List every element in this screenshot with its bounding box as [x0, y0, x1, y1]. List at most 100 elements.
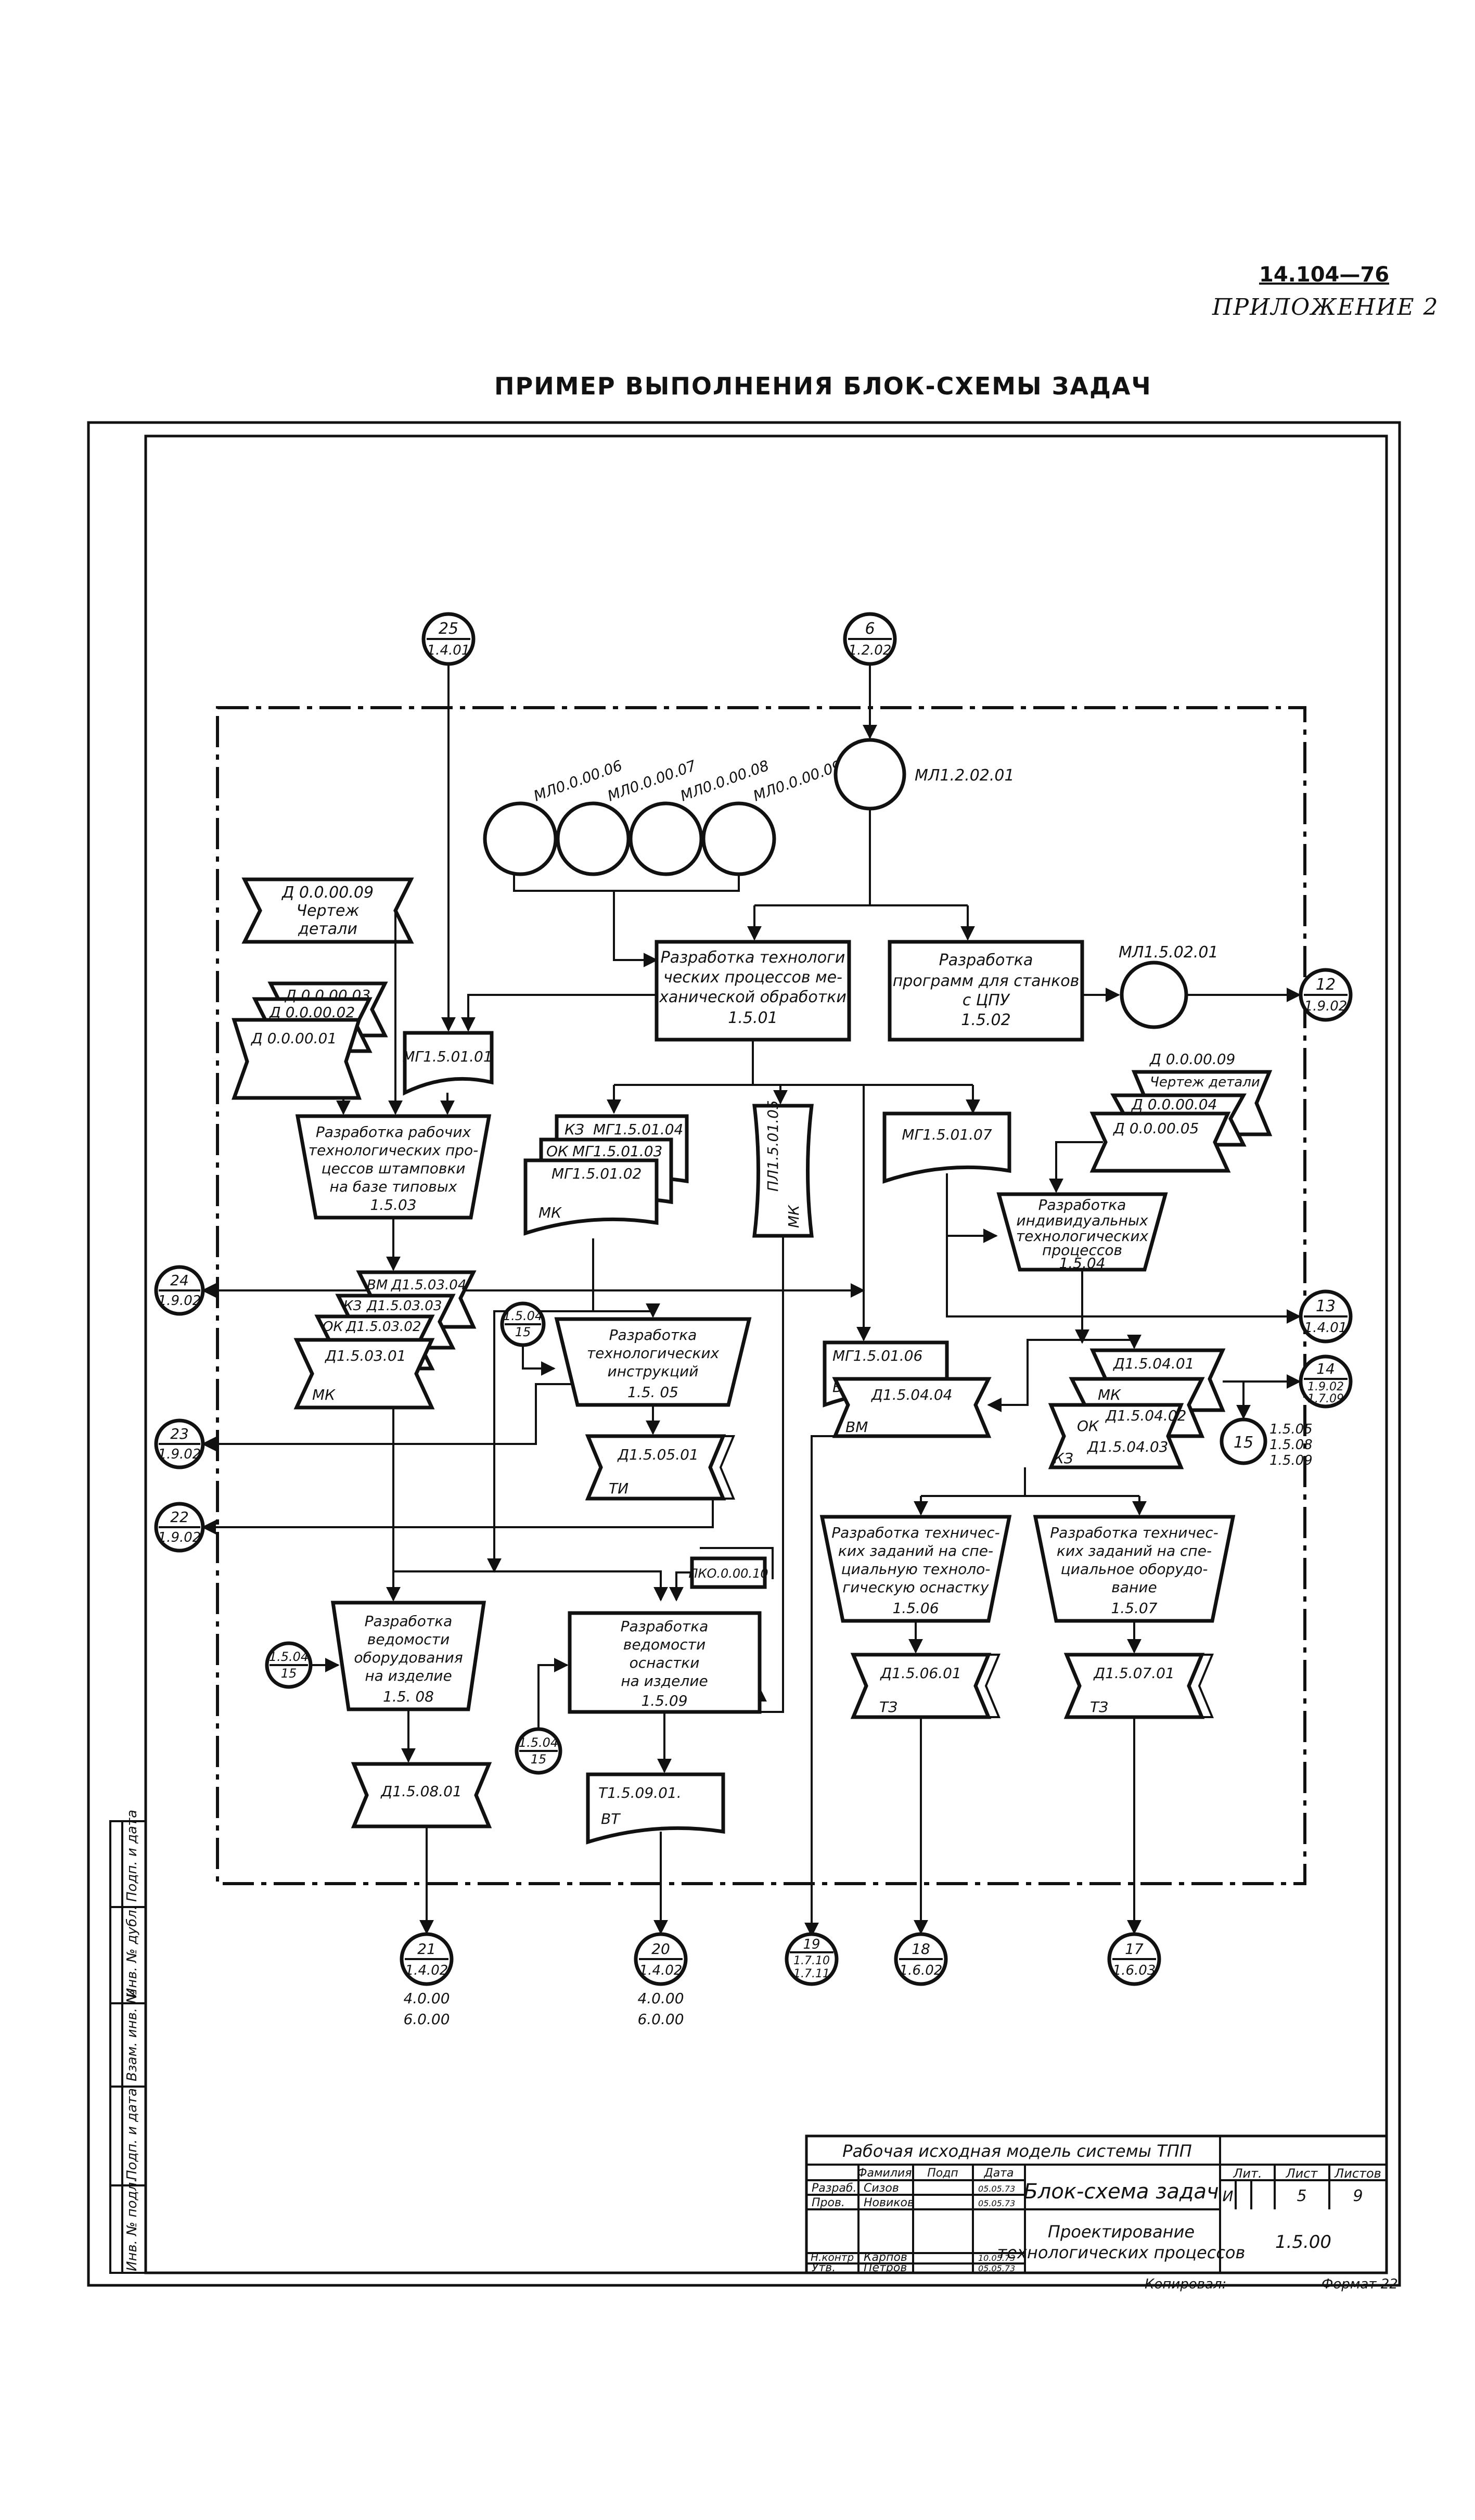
svg-text:15: 15: [1234, 1434, 1253, 1452]
document-code: 14.104—76: [1259, 263, 1390, 287]
svg-text:Пров.: Пров.: [812, 2196, 845, 2209]
svg-text:инструкций: инструкций: [608, 1363, 699, 1380]
svg-text:Д 0.0.00.03: Д 0.0.00.03: [284, 987, 370, 1004]
svg-text:ВМ: ВМ: [367, 1277, 388, 1293]
subsystem-boundary: [216, 706, 1306, 1885]
svg-text:Д 0.0.00.05: Д 0.0.00.05: [1112, 1120, 1199, 1137]
connector-15-out: 15 1.5.05 1.5.08 1.5.09: [1220, 1417, 1313, 1468]
svg-text:ких заданий на спе-: ких заданий на спе-: [838, 1542, 993, 1559]
document-d1-5-07-01: Д1.5.07.01 ТЗ: [1063, 1653, 1214, 1719]
svg-text:Карпов: Карпов: [864, 2251, 907, 2264]
svg-text:Лит.: Лит.: [1233, 2166, 1262, 2181]
svg-text:Разработка рабочих: Разработка рабочих: [316, 1123, 471, 1141]
connector-20: 20 1.4.02 4.0.00 6.0.00: [634, 1932, 688, 2028]
svg-text:МГ1.5.01.06: МГ1.5.01.06: [832, 1347, 922, 1364]
svg-text:на базе типовых: на базе типовых: [330, 1178, 457, 1195]
process-1-5-02: Разработка программ для станков с ЦПУ 1.…: [888, 940, 1084, 1042]
svg-text:1.5.07: 1.5.07: [1111, 1600, 1157, 1617]
svg-text:Чертеж: Чертеж: [296, 902, 359, 920]
svg-text:18: 18: [912, 1940, 930, 1958]
document-stack-d1-5-04: Д1.5.04.01 МК Д1.5.04.02 ОК Д1.5.04.03 К…: [1048, 1348, 1226, 1469]
svg-text:9: 9: [1353, 2187, 1363, 2205]
appendix-label: ПРИЛОЖЕНИЕ 2: [1212, 294, 1439, 321]
svg-text:15: 15: [515, 1325, 531, 1339]
svg-text:15: 15: [531, 1752, 547, 1767]
svg-text:05.05.73: 05.05.73: [978, 2263, 1015, 2273]
svg-text:1.5.04: 1.5.04: [269, 1649, 309, 1664]
side-stamp-field: Взам. инв. №: [124, 1989, 140, 2081]
svg-text:Разработка техничес-: Разработка техничес-: [1050, 1524, 1218, 1541]
document-stack-d1-5-03: ВМ Д1.5.03.04 КЗ Д1.5.03.03 ОК Д1.5.03.0…: [293, 1270, 477, 1410]
svg-text:МГ1.5.01.04: МГ1.5.01.04: [593, 1121, 683, 1138]
svg-text:с ЦПУ: с ЦПУ: [963, 991, 1010, 1009]
process-1-5-03: Разработка рабочих технологических про- …: [295, 1114, 492, 1220]
connector-number: 25: [439, 620, 458, 638]
tape-ml1-5-02-01: МЛ1.5.02.01: [1119, 943, 1219, 1029]
svg-text:Чертеж детали: Чертеж детали: [1150, 1074, 1260, 1090]
svg-text:15: 15: [281, 1666, 297, 1681]
stamp-model: Рабочая исходная модель системы ТПП: [842, 2141, 1192, 2161]
svg-text:МГ1.5.01.02: МГ1.5.01.02: [551, 1165, 642, 1182]
svg-text:ведомости: ведомости: [367, 1631, 450, 1648]
svg-text:гическую оснастку: гическую оснастку: [842, 1579, 989, 1596]
side-stamp-field: Инв. № дубл.: [124, 1905, 140, 1998]
svg-text:Новиков: Новиков: [864, 2196, 914, 2209]
svg-text:программ для станков: программ для станков: [893, 972, 1080, 990]
svg-text:23: 23: [170, 1425, 189, 1442]
svg-text:1.7.11: 1.7.11: [793, 1967, 830, 1980]
svg-text:Дата: Дата: [984, 2167, 1014, 2180]
connector-17: 17 1.6.03: [1107, 1932, 1161, 1986]
connector-23: 23 1.9.02: [154, 1418, 205, 1469]
connector-21: 21 1.4.02 4.0.00 6.0.00: [400, 1932, 454, 2028]
svg-text:МГ1.5.01.07: МГ1.5.01.07: [902, 1126, 992, 1143]
page-title: ПРИМЕР ВЫПОЛНЕНИЯ БЛОК-СХЕМЫ ЗАДАЧ: [494, 372, 1152, 400]
connector-12: 12 1.9.02: [1299, 968, 1353, 1022]
side-stamp-field: Подп. и дата: [124, 1810, 140, 1902]
svg-text:10.05.73: 10.05.73: [978, 2253, 1015, 2263]
svg-text:цессов штамповки: цессов штамповки: [322, 1160, 466, 1177]
svg-text:Д1.5.07.01: Д1.5.07.01: [1093, 1665, 1174, 1682]
svg-text:Листов: Листов: [1334, 2166, 1381, 2181]
svg-text:21: 21: [417, 1940, 436, 1958]
svg-text:Д1.5.04.01: Д1.5.04.01: [1112, 1355, 1194, 1372]
connector-15-in-c: 1.5.04 15: [515, 1727, 562, 1775]
svg-text:1.7.10: 1.7.10: [793, 1954, 830, 1967]
stamp-code: 1.5.00: [1275, 2232, 1331, 2253]
svg-text:1.5.08: 1.5.08: [1269, 1437, 1313, 1453]
svg-text:22: 22: [170, 1508, 189, 1526]
svg-text:1.5.04: 1.5.04: [1059, 1255, 1105, 1272]
svg-text:Фамилия: Фамилия: [857, 2167, 912, 2180]
svg-text:ТЗ: ТЗ: [879, 1698, 897, 1716]
svg-text:Разработка: Разработка: [365, 1613, 453, 1630]
svg-text:1.5. 08: 1.5. 08: [383, 1688, 434, 1705]
connector-22: 22 1.9.02: [154, 1502, 205, 1553]
svg-text:оборудования: оборудования: [354, 1649, 463, 1666]
svg-text:Разработка: Разработка: [939, 951, 1033, 969]
svg-text:1.9.02: 1.9.02: [158, 1530, 201, 1545]
svg-text:Д1.5.06.01: Д1.5.06.01: [879, 1665, 961, 1682]
svg-text:КЗ: КЗ: [343, 1298, 362, 1314]
svg-text:Копировал:: Копировал:: [1145, 2276, 1226, 2292]
svg-text:13: 13: [1316, 1297, 1336, 1315]
tape-ml1-2-02-01: МЛ1.2.02.01: [833, 738, 1015, 811]
svg-text:оснастки: оснастки: [630, 1654, 700, 1671]
svg-text:ВМ: ВМ: [845, 1418, 868, 1436]
document-mg1-5-01-07: МГ1.5.01.07: [882, 1111, 1011, 1184]
svg-text:технологических: технологических: [1016, 1227, 1149, 1245]
svg-text:1.4.02: 1.4.02: [639, 1963, 683, 1978]
document-d1-5-05-01: Д1.5.05.01 ТИ: [585, 1434, 735, 1501]
svg-text:Д 0.0.00.02: Д 0.0.00.02: [268, 1004, 355, 1021]
svg-text:05.05.73: 05.05.73: [978, 2184, 1015, 2194]
svg-text:И: И: [1223, 2188, 1234, 2205]
svg-text:ческих процессов ме-: ческих процессов ме-: [663, 968, 842, 987]
svg-text:МК: МК: [538, 1204, 562, 1221]
svg-text:циальную техноло-: циальную техноло-: [841, 1560, 991, 1578]
document-stack-d0-0-00: Д 0.0.00.03 Д 0.0.00.02 Д 0.0.00.01: [232, 981, 388, 1100]
svg-text:вание: вание: [1111, 1579, 1157, 1596]
document-t1-5-09-01: Т1.5.09.01. ВТ: [586, 1772, 725, 1845]
tape-label: МЛ1.2.02.01: [915, 766, 1015, 785]
svg-text:05.05.73: 05.05.73: [978, 2198, 1015, 2208]
svg-text:Разработка техничес-: Разработка техничес-: [831, 1524, 999, 1541]
svg-text:Петров: Петров: [864, 2261, 907, 2274]
document-d1-5-04-04: Д1.5.04.04 ВМ: [832, 1377, 992, 1438]
